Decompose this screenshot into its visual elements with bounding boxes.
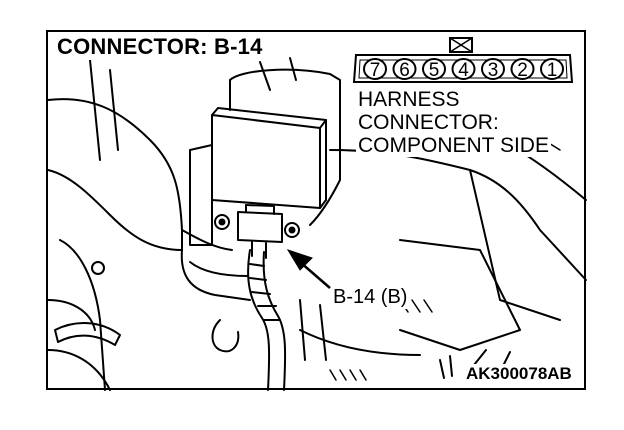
wiring-harness: [247, 249, 271, 391]
pin-5: 5: [422, 58, 446, 81]
pin-3: 3: [481, 58, 505, 81]
pin-6: 6: [392, 58, 417, 81]
harness-label-line-3: COMPONENT SIDE: [358, 134, 549, 157]
pin-number-4: 4: [458, 60, 469, 81]
connector-b14: [237, 211, 283, 243]
component-module: [211, 114, 321, 209]
harness-label-line-2: CONNECTOR:: [358, 111, 499, 134]
harness-connector-label: HARNESS CONNECTOR: COMPONENT SIDE: [356, 88, 551, 157]
pin-number-1: 1: [547, 60, 558, 81]
pin-number-7: 7: [370, 60, 381, 81]
figure-code: AK300078AB: [464, 364, 574, 384]
pin-4: 4: [451, 58, 476, 81]
housing-outline: [229, 68, 341, 226]
pin-number-5: 5: [429, 60, 440, 81]
pin-7: 7: [363, 58, 387, 81]
pin-number-2: 2: [517, 60, 528, 81]
pin-number-3: 3: [488, 60, 499, 81]
diagram-title: CONNECTOR: B-14: [54, 34, 266, 60]
pin-number-6: 6: [399, 60, 410, 81]
pin-1: 1: [540, 58, 564, 81]
pin-2: 2: [510, 58, 535, 81]
connector-callout-label: B-14 (B): [331, 286, 410, 309]
callout-arrow: [286, 249, 331, 289]
harness-label-line-1: HARNESS: [358, 88, 460, 111]
